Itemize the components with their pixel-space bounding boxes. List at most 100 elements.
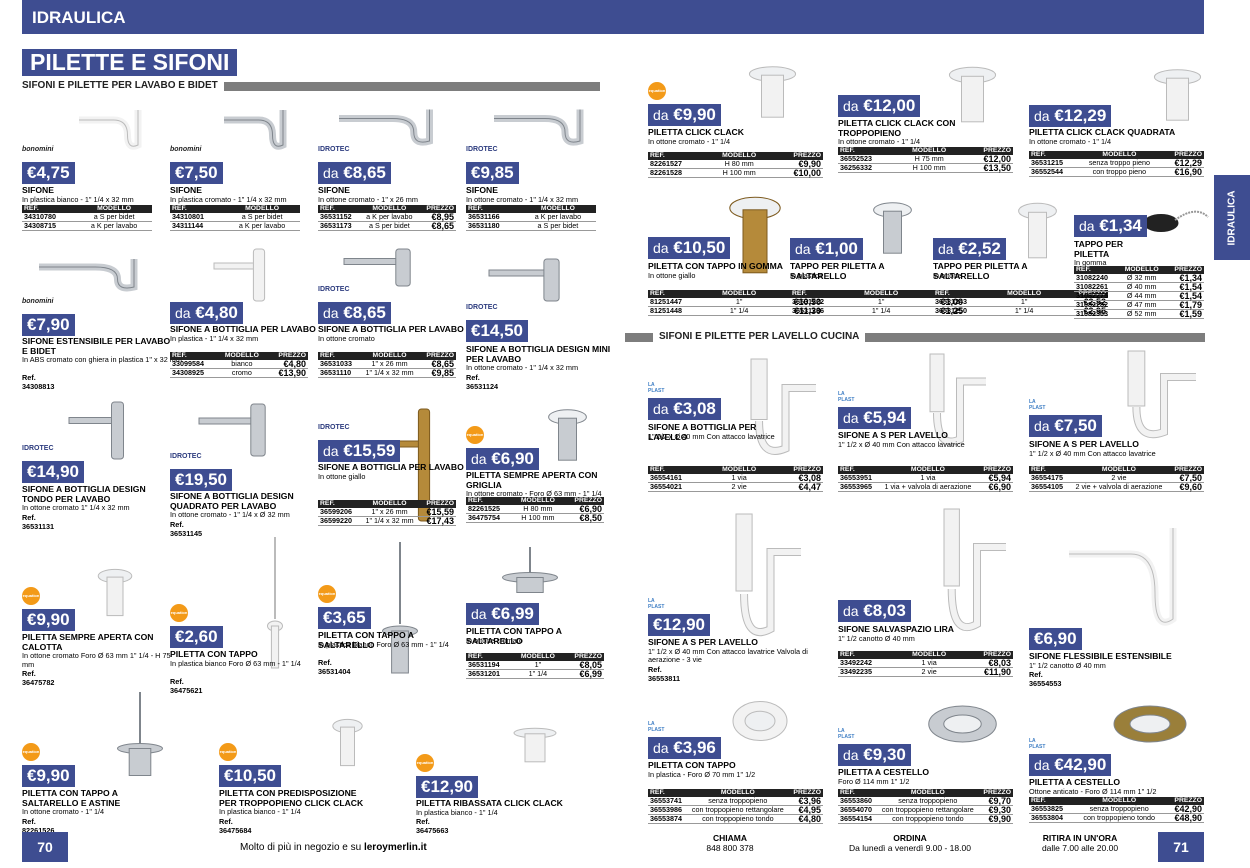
col-price: PREZZO bbox=[562, 497, 604, 505]
brand-logo: IDROTEC bbox=[466, 146, 498, 153]
footer-site-link[interactable]: leroymerlin.it bbox=[363, 842, 427, 853]
price-value: €7,50 bbox=[175, 163, 218, 182]
product-image bbox=[79, 110, 142, 150]
product-image bbox=[267, 537, 283, 669]
product-description: In ottone cromato Foro Ø 63 mm 1" 1/4 - … bbox=[22, 651, 171, 669]
product-description: 1" 1/2 x Ø 40 mm Con attacco lavatrice bbox=[648, 431, 775, 441]
cell-ref: 36531033 bbox=[318, 360, 360, 369]
cell-price: €10,00 bbox=[770, 168, 823, 178]
col-model: MODELLO bbox=[707, 290, 771, 298]
cell-model: 1" bbox=[992, 298, 1056, 307]
product-image bbox=[735, 513, 801, 637]
cell-model: 1 via bbox=[897, 659, 961, 668]
price-prefix: da bbox=[471, 451, 487, 467]
col-ref: REF. bbox=[1029, 151, 1077, 159]
price-value: €3,08 bbox=[673, 399, 716, 418]
product-image bbox=[97, 568, 133, 617]
cell-model: a S per bidet bbox=[359, 221, 419, 231]
price-badge: da €42,90 bbox=[1029, 754, 1112, 776]
product-description: In ottone cromato - Foro Ø 63 mm - 1" 1/… bbox=[466, 489, 602, 498]
cell-ref: 36531243 bbox=[933, 298, 993, 307]
product-image bbox=[494, 109, 584, 146]
col-model: MODELLO bbox=[897, 651, 961, 659]
price-value: €8,03 bbox=[863, 601, 906, 620]
cell-ref: 33492242 bbox=[838, 659, 898, 668]
footer-call-number[interactable]: 848 800 378 bbox=[706, 843, 754, 853]
cell-price: €4,80 bbox=[266, 360, 308, 369]
price-prefix: da bbox=[1079, 218, 1095, 234]
product-name: SIFONE A BOTTIGLIA PER LAVABO bbox=[318, 462, 464, 472]
cell-model: a S per bidet bbox=[76, 213, 152, 222]
price-value: €7,50 bbox=[1054, 416, 1097, 435]
cell-ref: 36531215 bbox=[1029, 159, 1077, 168]
cell-ref: 34311144 bbox=[170, 221, 225, 231]
price-badge: da €1,00 bbox=[790, 238, 863, 260]
cell-model: 2 vie + valvola di aerazione bbox=[1068, 482, 1170, 492]
price-badge: da €5,94 bbox=[838, 407, 911, 429]
section-header-left bbox=[22, 82, 600, 91]
price-badge: da €12,29 bbox=[1029, 105, 1112, 127]
cell-ref: 34308925 bbox=[170, 368, 218, 378]
cell-price: €9,90 bbox=[770, 160, 823, 169]
cell-ref: 81251447 bbox=[648, 298, 708, 307]
product-image bbox=[548, 409, 587, 461]
side-tab[interactable]: IDRAULICA bbox=[1214, 175, 1250, 260]
cell-price: €8,50 bbox=[562, 513, 604, 523]
col-model: MODELLO bbox=[877, 466, 979, 474]
col-ref: REF. bbox=[648, 789, 687, 797]
price-value: €2,60 bbox=[175, 627, 218, 646]
cell-ref: 36553951 bbox=[838, 474, 878, 483]
product-name: SIFONE A S PER LAVELLO bbox=[648, 637, 758, 647]
col-ref: REF. bbox=[648, 466, 708, 474]
col-model: MODELLO bbox=[359, 352, 420, 360]
col-ref: REF. bbox=[318, 352, 360, 360]
cell-model: H 100 mm bbox=[897, 163, 961, 173]
price-prefix: da bbox=[175, 305, 191, 321]
price-badge: €3,65 bbox=[318, 607, 371, 629]
col-ref: REF. bbox=[1074, 266, 1119, 274]
price-badge: €12,90 bbox=[648, 614, 710, 636]
cell-price: €9,90 bbox=[979, 814, 1013, 824]
price-value: €9,90 bbox=[673, 105, 716, 124]
col-ref: REF. bbox=[22, 205, 77, 213]
cell-price: €3,08 bbox=[770, 474, 823, 483]
product-ref: Ref. 36475663 bbox=[416, 817, 449, 836]
cell-ref: 36553874 bbox=[648, 814, 687, 824]
price-value: €5,94 bbox=[863, 408, 906, 427]
cell-model: senza troppopieno bbox=[686, 797, 790, 806]
section-label-right: SIFONI E PILETTE PER LAVELLO CUCINA bbox=[653, 331, 866, 342]
col-price: PREZZO bbox=[789, 789, 823, 797]
price-prefix: da bbox=[1034, 757, 1050, 773]
footer-pickup-hours: dalle 7.00 alle 20.00 bbox=[1041, 843, 1119, 853]
cell-model: 1 via bbox=[877, 474, 979, 483]
price-value: €1,34 bbox=[1099, 216, 1142, 235]
cell-model: con troppopieno tondo bbox=[1073, 813, 1166, 823]
cell-price: €1,54 bbox=[1165, 282, 1204, 292]
cell-ref: 31082275 bbox=[1074, 291, 1119, 301]
product-description: In plastica - 1" 1/4 x 32 mm bbox=[170, 333, 259, 343]
product-name: PILETTA CON TAPPO A SALTARELLO bbox=[318, 630, 414, 650]
brand-logo: bonomini bbox=[170, 146, 202, 153]
product-image bbox=[748, 66, 797, 118]
section-header-bar: IDRAULICA bbox=[22, 0, 1204, 34]
brand-logo: equation bbox=[318, 585, 336, 603]
product-name: SIFONE A S PER LAVELLO bbox=[1029, 439, 1139, 449]
page-number-left: 70 bbox=[22, 832, 68, 862]
product-name: SIFONE ESTENSIBILE PER LAVABO E BIDET bbox=[22, 336, 171, 356]
product-name: PILETTA RIBASSATA CLICK CLACK bbox=[416, 798, 563, 808]
